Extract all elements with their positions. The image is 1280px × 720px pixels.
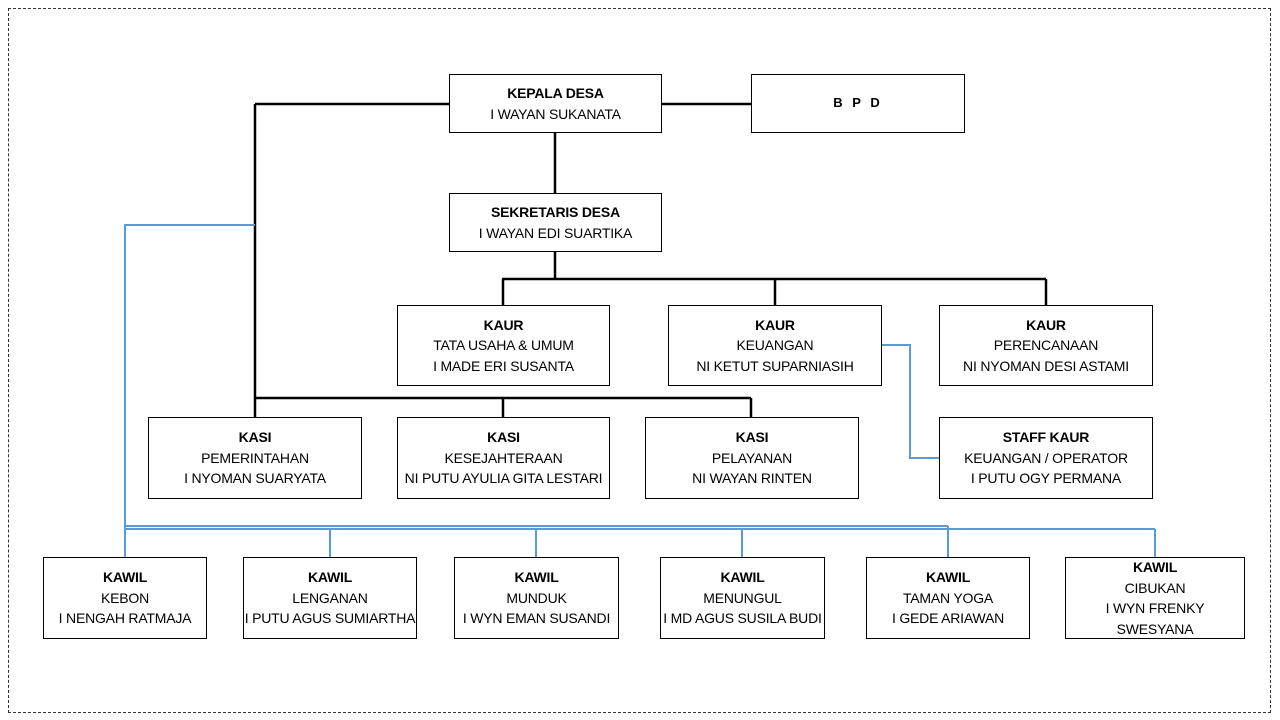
secondary-connectors	[124, 224, 1156, 558]
node-kasi-pelayanan: KASI PELAYANAN NI WAYAN RINTEN	[645, 417, 859, 499]
node-line: I WAYAN EDI SUARTIKA	[478, 224, 633, 241]
node-line: I GEDE ARIAWAN	[891, 610, 1005, 627]
node-line: PEMERINTAHAN	[201, 449, 309, 466]
node-title: KAUR	[483, 316, 524, 333]
node-line: TATA USAHA & UMUM	[433, 337, 574, 354]
node-line: MENUNGUL	[703, 589, 782, 606]
node-line: NI KETUT SUPARNIASIH	[696, 357, 854, 374]
node-bpd: B P D	[751, 74, 965, 133]
node-title: KAUR	[1026, 316, 1066, 333]
node-sekretaris-desa: SEKRETARIS DESA I WAYAN EDI SUARTIKA	[449, 193, 662, 252]
node-line: KESEJAHTERAAN	[444, 449, 563, 466]
node-kepala-desa: KEPALA DESA I WAYAN SUKANATA	[449, 74, 662, 133]
node-line: KEUANGAN	[736, 337, 814, 354]
node-line: I WAYAN SUKANATA	[490, 105, 621, 122]
node-title: KASI	[735, 429, 769, 446]
node-title: SEKRETARIS DESA	[491, 204, 620, 220]
node-line: PERENCANAAN	[993, 337, 1099, 354]
node-line: PELAYANAN	[711, 449, 793, 466]
node-line: KEUANGAN / OPERATOR	[964, 449, 1128, 466]
primary-connectors	[253, 102, 1048, 418]
node-title: KEPALA DESA	[507, 85, 604, 101]
diagram-frame	[8, 8, 1271, 713]
node-kasi-kesejahteraan: KASI KESEJAHTERAAN NI PUTU AYULIA GITA L…	[397, 417, 610, 499]
node-title: KAWIL	[307, 569, 353, 586]
node-title: KAWIL	[720, 569, 765, 586]
node-line: TAMAN YOGA	[902, 589, 994, 606]
node-title: KAWIL	[514, 569, 559, 586]
node-title: KASI	[487, 429, 520, 446]
node-line: NI NYOMAN DESI ASTAMI	[963, 357, 1129, 374]
node-title: KASI	[238, 429, 272, 446]
node-line: MUNDUK	[506, 589, 567, 606]
node-kaur-keuangan: KAUR KEUANGAN NI KETUT SUPARNIASIH	[668, 305, 882, 386]
node-line: CIBUKAN	[1124, 579, 1186, 596]
node-kawil-lenganan: KAWIL LENGANAN I PUTU AGUS SUMIARTHA	[243, 557, 417, 639]
node-line: NI PUTU AYULIA GITA LESTARI	[404, 470, 603, 487]
node-line: I NYOMAN SUARYATA	[184, 470, 326, 487]
node-line: I WYN FRENKY SWESYANA	[1105, 600, 1205, 637]
node-line: LENGANAN	[292, 589, 368, 606]
node-line: I PUTU OGY PERMANA	[970, 470, 1122, 487]
node-kawil-kebon: KAWIL KEBON I NENGAH RATMAJA	[43, 557, 207, 639]
node-kawil-cibukan: KAWIL CIBUKAN I WYN FRENKY SWESYANA	[1065, 557, 1245, 639]
node-kaur-perencanaan: KAUR PERENCANAAN NI NYOMAN DESI ASTAMI	[939, 305, 1153, 386]
keuangan-staff-link	[881, 344, 940, 459]
node-line: I MADE ERI SUSANTA	[433, 357, 574, 374]
node-kasi-pemerintahan: KASI PEMERINTAHAN I NYOMAN SUARYATA	[148, 417, 362, 499]
node-line: NI WAYAN RINTEN	[692, 470, 812, 487]
node-kawil-taman-yoga: KAWIL TAMAN YOGA I GEDE ARIAWAN	[866, 557, 1030, 639]
node-title: KAWIL	[102, 569, 148, 586]
node-kaur-tata-usaha: KAUR TATA USAHA & UMUM I MADE ERI SUSANT…	[397, 305, 610, 386]
node-line: KEBON	[100, 589, 149, 606]
node-title: B P D	[833, 95, 883, 111]
node-line: I MD AGUS SUSILA BUDI	[663, 610, 822, 627]
node-title: KAWIL	[925, 569, 971, 586]
node-title: KAWIL	[1132, 559, 1178, 575]
node-kawil-menungul: KAWIL MENUNGUL I MD AGUS SUSILA BUDI	[660, 557, 825, 639]
node-title: KAUR	[755, 316, 795, 333]
node-staff-kaur: STAFF KAUR KEUANGAN / OPERATOR I PUTU OG…	[939, 417, 1153, 499]
node-kawil-munduk: KAWIL MUNDUK I WYN EMAN SUSANDI	[454, 557, 619, 639]
kawil-trunk	[124, 224, 255, 558]
node-line: I PUTU AGUS SUMIARTHA	[244, 610, 416, 627]
node-title: STAFF KAUR	[1002, 429, 1090, 446]
node-line: I WYN EMAN SUSANDI	[462, 610, 611, 627]
node-line: I NENGAH RATMAJA	[58, 610, 192, 627]
